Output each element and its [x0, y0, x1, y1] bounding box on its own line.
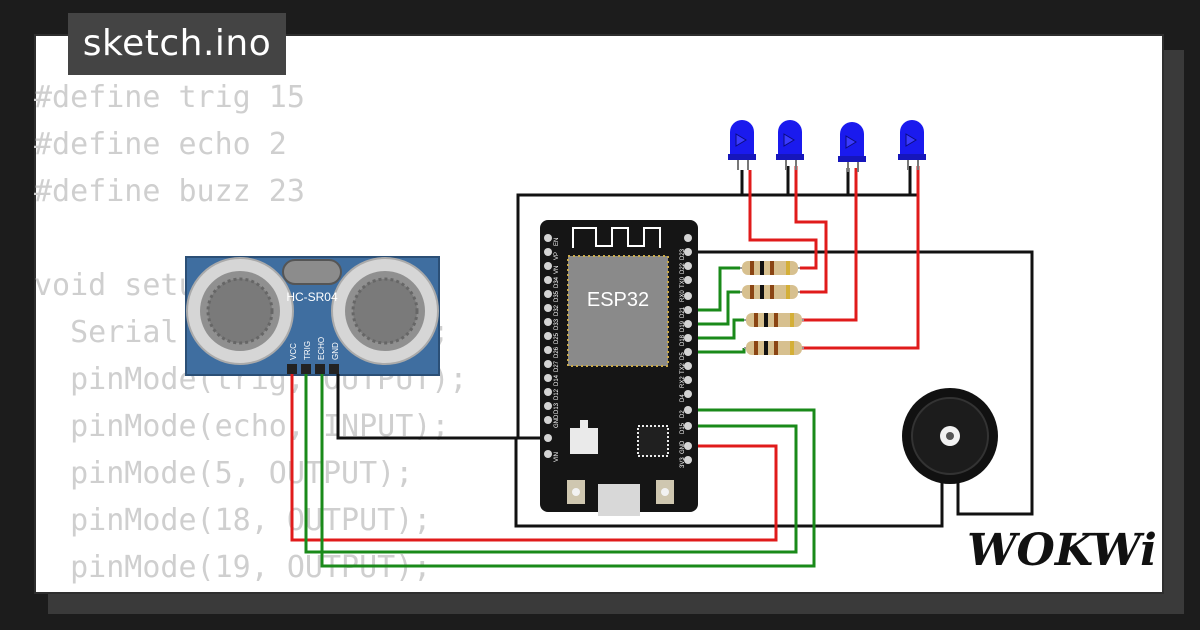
wokwi-logo: WOKWi [967, 525, 1157, 576]
left-pin-holes [544, 234, 552, 458]
code-line: #define trig 15 [34, 80, 305, 115]
hc-sr04-sensor[interactable]: HC-SR04 VCC TRIG ECHO GND [185, 256, 440, 376]
board-pin-label: D35 [554, 290, 560, 302]
voltage-regulator [570, 428, 598, 454]
resistor-4 [744, 341, 804, 355]
board-pin-label: D2 [680, 410, 686, 418]
board-pin-label: 3V3 [680, 457, 686, 468]
file-tab[interactable]: sketch.ino [68, 13, 286, 75]
board-pin-label: D26 [554, 346, 560, 358]
board-pin-label: D23 [680, 248, 686, 260]
crystal-oscillator [282, 259, 342, 285]
right-pin-holes [684, 234, 692, 464]
board-pin-label: GND [554, 414, 560, 428]
board-pin-label: D34 [554, 276, 560, 288]
board-pin-label: D21 [680, 306, 686, 318]
code-line: #define echo 2 [34, 127, 287, 162]
board-pin-label: D14 [554, 374, 560, 386]
usb-port [598, 484, 640, 516]
board-pin-label: RX2 [680, 376, 686, 388]
code-line: pinMode(18, OUTPUT); [34, 503, 432, 538]
board-pin-label: EN [554, 238, 560, 246]
esp32-module [567, 255, 669, 367]
buzzer[interactable] [902, 388, 998, 484]
sensor-pin-vcc: VCC [289, 343, 298, 360]
board-pin-label: GND [680, 440, 686, 454]
board-pin-label: D13 [554, 402, 560, 414]
board-pin-label: D18 [680, 334, 686, 346]
leds[interactable] [728, 120, 926, 172]
antenna-trace [572, 227, 661, 248]
esp32-board[interactable]: ESP32 ENVPVND34D35D32D33D25D26D27D14D12D… [540, 220, 698, 516]
resistor-2 [740, 285, 800, 299]
usb-chip [637, 425, 669, 457]
board-pin-label: RX0 [680, 290, 686, 302]
resistor-3 [744, 313, 804, 327]
led-2 [776, 120, 804, 170]
board-label: ESP32 [587, 289, 649, 311]
board-pin-label: D12 [554, 388, 560, 400]
led-3 [838, 122, 866, 172]
sensor-pin-gnd: GND [331, 342, 340, 360]
board-pin-label: VIN [554, 452, 560, 462]
board-pin-label: D5 [680, 352, 686, 360]
sensor-pin-echo: ECHO [317, 337, 326, 360]
board-pin-label: VN [554, 266, 560, 274]
led-4 [898, 120, 926, 170]
sensor-model-label: HC-SR04 [286, 290, 338, 304]
board-pin-label: VP [554, 252, 560, 260]
sensor-pin-trig: TRIG [303, 341, 312, 360]
transducer-left [186, 257, 294, 365]
code-line: #define buzz 23 [34, 174, 305, 209]
board-pin-label: D19 [680, 320, 686, 332]
board-pin-label: D25 [554, 332, 560, 344]
wires [290, 166, 1034, 568]
resistors[interactable] [740, 261, 804, 355]
transducer-right [331, 257, 439, 365]
board-pin-label: D33 [554, 318, 560, 330]
board-pin-label: D27 [554, 360, 560, 372]
board-pin-label: TX2 [680, 362, 686, 374]
board-pin-label: TX0 [680, 276, 686, 288]
resistor-1 [740, 261, 800, 275]
led-1 [728, 120, 756, 170]
board-pin-label: D32 [554, 304, 560, 316]
board-pin-label: D22 [680, 262, 686, 274]
board-pin-label: D15 [680, 422, 686, 434]
board-pin-label: D4 [680, 394, 686, 402]
